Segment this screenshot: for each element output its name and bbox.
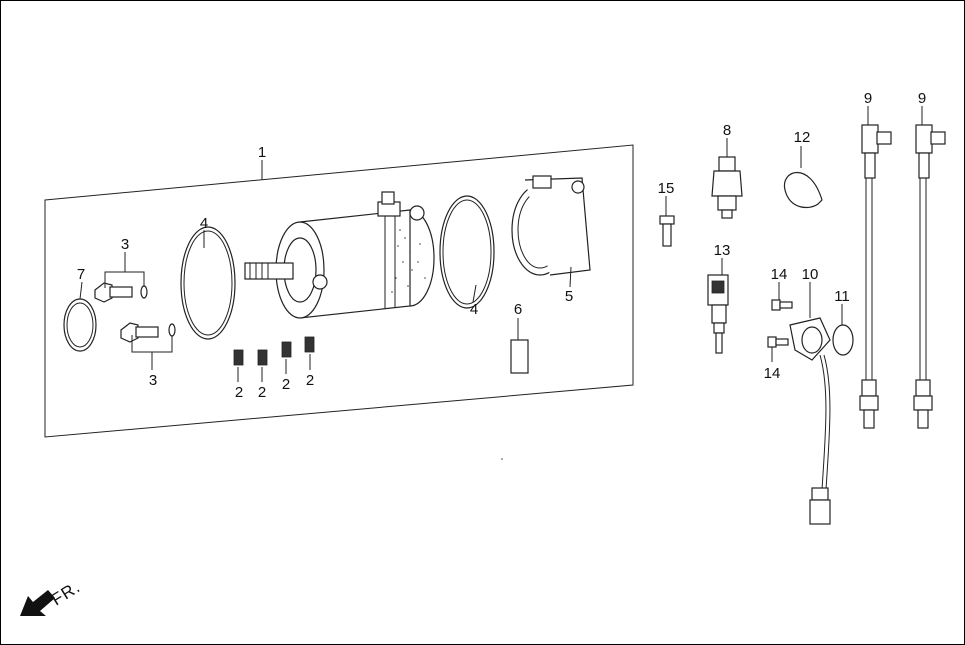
callout-7: 7	[77, 266, 85, 283]
starter-assembly-box	[44, 144, 634, 438]
end-cover-5	[511, 175, 591, 276]
oxygen-sensor-9-left	[859, 124, 892, 429]
callout-11: 11	[834, 288, 850, 305]
o-ring-7	[63, 298, 97, 352]
sensor-13	[707, 274, 729, 354]
screws-14	[767, 299, 793, 348]
o-ring-4-left	[180, 226, 236, 340]
brushes-2	[233, 336, 315, 366]
front-direction-arrow-icon	[20, 590, 55, 616]
callout-2-a: 2	[235, 384, 243, 401]
callout-4-left: 4	[200, 215, 208, 232]
label-part-6	[510, 339, 529, 374]
callout-14-upper: 14	[771, 266, 788, 283]
callout-12: 12	[794, 129, 811, 146]
callout-4-right: 4	[470, 301, 478, 318]
starter-motor	[244, 191, 435, 319]
callout-6: 6	[514, 301, 522, 318]
leader-lines	[79, 106, 923, 382]
callout-2-d: 2	[306, 372, 314, 389]
callout-9-left: 9	[864, 90, 872, 107]
callout-2-c: 2	[282, 376, 290, 393]
front-direction-label: FR.	[48, 577, 84, 609]
sensor-10	[789, 317, 831, 525]
callout-13: 13	[714, 242, 731, 259]
callout-9-right: 9	[918, 90, 926, 107]
callout-8: 8	[723, 122, 731, 139]
callout-14-lower: 14	[764, 365, 781, 382]
callout-10: 10	[802, 266, 819, 283]
sensor-8	[711, 156, 743, 219]
callout-15: 15	[658, 180, 675, 197]
callout-3-upper: 3	[121, 236, 129, 253]
callout-1: 1	[258, 144, 266, 161]
bolt-3-lower	[120, 322, 176, 343]
callout-3-lower: 3	[149, 372, 157, 389]
callout-5: 5	[565, 288, 573, 305]
callout-2-b: 2	[258, 384, 266, 401]
o-ring-4-right	[439, 195, 495, 309]
bolt-3-upper	[94, 282, 148, 303]
o-ring-11	[832, 324, 854, 356]
clip-12	[783, 171, 823, 209]
bolt-15	[659, 215, 675, 247]
oxygen-sensor-9-right	[913, 124, 946, 429]
